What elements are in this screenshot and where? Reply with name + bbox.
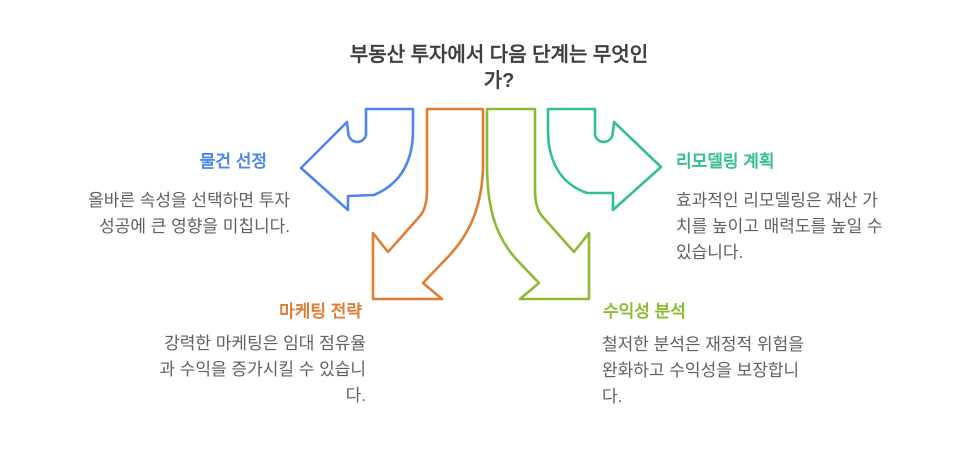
step-label-profitability-analysis: 수익성 분석 <box>603 302 686 321</box>
step-label-marketing-strategy: 마케팅 전략 <box>279 302 362 321</box>
curved-arrow-down-left-icon <box>371 107 485 301</box>
step-description-property-selection: 올바른 속성을 선택하면 투자 성공에 큰 영향을 미칩니다. <box>88 191 290 236</box>
curved-arrow-left-icon <box>299 107 415 212</box>
curved-arrow-down-right-icon <box>485 107 591 301</box>
curved-arrow-right-icon <box>546 107 663 212</box>
step-description-profitability-analysis: 철저한 분석은 재정적 위험을 완화하고 수익성을 보장합니 다. <box>602 335 804 406</box>
step-description-remodeling-plan: 효과적인 리모델링은 재산 가 치를 높이고 매력도를 높일 수 있습니다. <box>676 191 883 262</box>
step-label-remodeling-plan: 리모델링 계획 <box>676 152 775 171</box>
step-label-property-selection: 물건 선정 <box>199 152 267 171</box>
diagram-title: 부동산 투자에서 다음 단계는 무엇인 가? <box>349 44 649 92</box>
step-description-marketing-strategy: 강력한 마케팅은 임대 점유율 과 수익을 증가시킬 수 있습니 다. <box>159 334 366 405</box>
